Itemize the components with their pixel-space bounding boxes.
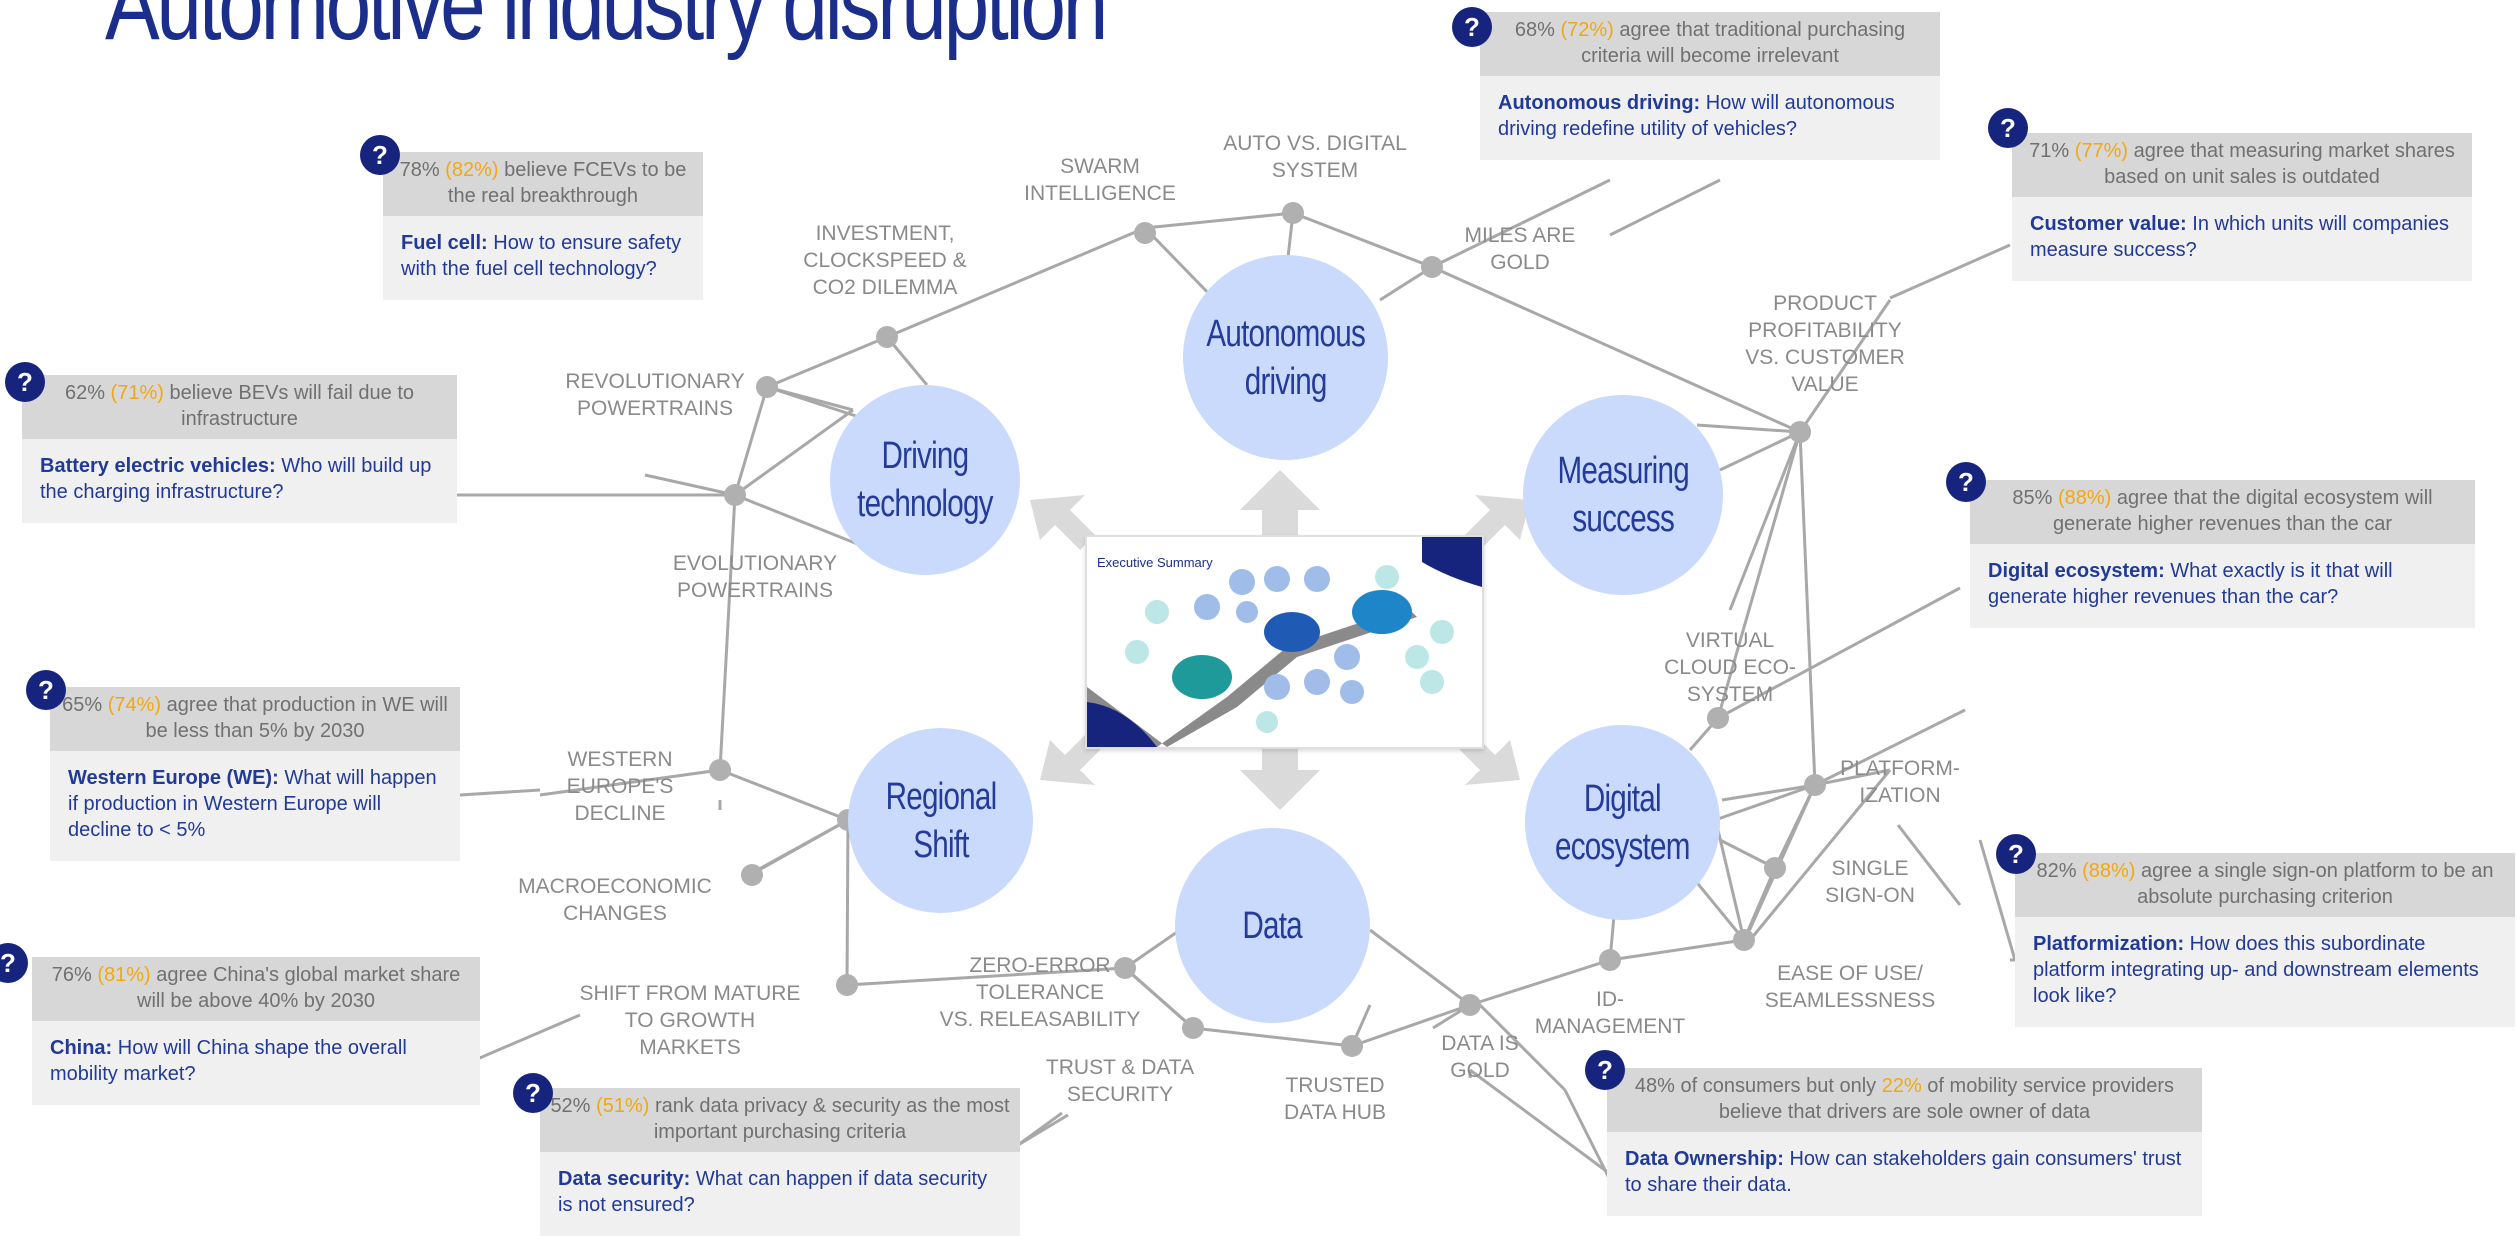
label-zero-error: ZERO-ERROR TOLERANCE VS. RELEASABILITY bbox=[939, 954, 1141, 1031]
node-dot bbox=[1114, 957, 1136, 979]
help-icon[interactable]: ? bbox=[1996, 834, 2036, 874]
page-title: Automotive industry disruption bbox=[105, 0, 1108, 61]
card-data-ownership: 48% of consumers but only 22% of mobilit… bbox=[1607, 1068, 2202, 1216]
help-icon[interactable]: ? bbox=[513, 1073, 553, 1113]
card-question: Data security: What can happen if data s… bbox=[540, 1152, 1020, 1236]
hub-digital-ecosystem: Digital ecosystem bbox=[1525, 725, 1720, 920]
node-dot bbox=[1459, 994, 1481, 1016]
junction-dots bbox=[709, 202, 1826, 1057]
card-stat: 76% (81%) agree China's global market sh… bbox=[32, 957, 480, 1021]
label-trusted-data-hub: TRUSTED DATA HUB bbox=[1284, 1074, 1386, 1124]
node-dot bbox=[756, 376, 778, 398]
card-stat: 68% (72%) agree that traditional purchas… bbox=[1480, 12, 1940, 76]
help-icon[interactable]: ? bbox=[26, 670, 66, 710]
label-swarm-intelligence: SWARM INTELLIGENCE bbox=[1024, 155, 1176, 205]
card-stat: 71% (77%) agree that measuring market sh… bbox=[2012, 133, 2472, 197]
label-trust-data-security: TRUST & DATA SECURITY bbox=[1045, 1056, 1195, 1106]
label-id-management: ID- MANAGEMENT bbox=[1534, 988, 1686, 1038]
label-investment: INVESTMENT, CLOCKSPEED & CO2 DILEMMA bbox=[803, 222, 967, 299]
arrow-up bbox=[1240, 470, 1320, 535]
card-autonomous-driving: 68% (72%) agree that traditional purchas… bbox=[1480, 12, 1940, 160]
label-auto-vs-digital: AUTO VS. DIGITAL SYSTEM bbox=[1223, 132, 1407, 182]
thumbnail-graphic bbox=[1087, 537, 1482, 747]
hub-autonomous-driving: Autonomous driving bbox=[1183, 255, 1388, 460]
node-dot bbox=[1341, 1035, 1363, 1057]
node-dot bbox=[1599, 949, 1621, 971]
card-china: 76% (81%) agree China's global market sh… bbox=[32, 957, 480, 1105]
connector-lines bbox=[455, 178, 2017, 1187]
card-question: Customer value: In which units will comp… bbox=[2012, 197, 2472, 281]
help-icon[interactable]: ? bbox=[1946, 462, 1986, 502]
hub-driving-technology: Driving technology bbox=[830, 385, 1020, 575]
label-data-is-gold: DATA IS GOLD bbox=[1441, 1032, 1519, 1082]
arrow-down bbox=[1240, 745, 1320, 810]
label-shift-markets: SHIFT FROM MATURE TO GROWTH MARKETS bbox=[579, 982, 801, 1059]
help-icon[interactable]: ? bbox=[1452, 7, 1492, 47]
label-revolutionary-powertrains: REVOLUTIONARY POWERTRAINS bbox=[565, 370, 745, 420]
node-dot bbox=[1789, 421, 1811, 443]
card-stat: 78% (82%) believe FCEVs to be the real b… bbox=[383, 152, 703, 216]
card-data-security: 52% (51%) rank data privacy & security a… bbox=[540, 1088, 1020, 1236]
hub-regional-shift: Regional Shift bbox=[848, 728, 1033, 913]
card-question: Data Ownership: How can stakeholders gai… bbox=[1607, 1132, 2202, 1216]
node-dot bbox=[1182, 1017, 1204, 1039]
card-platformization: 82% (88%) agree a single sign-on platfor… bbox=[2015, 853, 2515, 1027]
arrow-up-left bbox=[1030, 495, 1095, 550]
node-dot bbox=[1764, 857, 1786, 879]
help-icon[interactable]: ? bbox=[360, 135, 400, 175]
label-product-profitability: PRODUCT PROFITABILITY VS. CUSTOMER VALUE bbox=[1745, 292, 1905, 396]
card-western-europe: 65% (74%) agree that production in WE wi… bbox=[50, 687, 460, 861]
card-customer-value: 71% (77%) agree that measuring market sh… bbox=[2012, 133, 2472, 281]
card-question: Western Europe (WE): What will happen if… bbox=[50, 751, 460, 861]
node-dot bbox=[724, 484, 746, 506]
node-dot bbox=[1804, 774, 1826, 796]
label-ease-of-use: EASE OF USE/ SEAMLESSNESS bbox=[1764, 962, 1936, 1012]
card-question: Battery electric vehicles: Who will buil… bbox=[22, 439, 457, 523]
summary-slide-thumbnail: Executive Summary bbox=[1085, 535, 1484, 749]
node-dot bbox=[836, 974, 858, 996]
node-dot bbox=[1733, 929, 1755, 951]
node-dot bbox=[1134, 222, 1156, 244]
card-question: Autonomous driving: How will autonomous … bbox=[1480, 76, 1940, 160]
card-question: Platformization: How does this subordina… bbox=[2015, 917, 2515, 1027]
thumbnail-title: Executive Summary bbox=[1097, 555, 1213, 570]
card-battery-electric: 62% (71%) believe BEVs will fail due to … bbox=[22, 375, 457, 523]
card-stat: 82% (88%) agree a single sign-on platfor… bbox=[2015, 853, 2515, 917]
label-macroeconomic: MACROECONOMIC CHANGES bbox=[518, 875, 712, 925]
card-stat: 62% (71%) believe BEVs will fail due to … bbox=[22, 375, 457, 439]
node-dot bbox=[741, 864, 763, 886]
hub-data: Data bbox=[1175, 828, 1370, 1023]
node-dot bbox=[876, 326, 898, 348]
label-miles-are-gold: MILES ARE GOLD bbox=[1464, 224, 1576, 274]
node-dot bbox=[1421, 256, 1443, 278]
card-question: Fuel cell: How to ensure safety with the… bbox=[383, 216, 703, 300]
card-stat: 65% (74%) agree that production in WE wi… bbox=[50, 687, 460, 751]
card-question: Digital ecosystem: What exactly is it th… bbox=[1970, 544, 2475, 628]
label-platformization: PLATFORM- IZATION bbox=[1840, 757, 1960, 807]
help-icon[interactable]: ? bbox=[1585, 1050, 1625, 1090]
card-stat: 48% of consumers but only 22% of mobilit… bbox=[1607, 1068, 2202, 1132]
card-stat: 52% (51%) rank data privacy & security a… bbox=[540, 1088, 1020, 1152]
node-dot bbox=[1707, 707, 1729, 729]
label-virtual-cloud: VIRTUAL CLOUD ECO- SYSTEM bbox=[1664, 629, 1796, 706]
card-fuel-cell: 78% (82%) believe FCEVs to be the real b… bbox=[383, 152, 703, 300]
card-digital-ecosystem: 85% (88%) agree that the digital ecosyst… bbox=[1970, 480, 2475, 628]
label-western-europe: WESTERN EUROPE'S DECLINE bbox=[566, 748, 674, 825]
card-stat: 85% (88%) agree that the digital ecosyst… bbox=[1970, 480, 2475, 544]
help-icon[interactable]: ? bbox=[5, 362, 45, 402]
node-dot bbox=[1282, 202, 1304, 224]
label-single-sign-on: SINGLE SIGN-ON bbox=[1825, 857, 1915, 907]
card-question: China: How will China shape the overall … bbox=[32, 1021, 480, 1105]
node-dot bbox=[709, 759, 731, 781]
help-icon[interactable]: ? bbox=[1988, 108, 2028, 148]
label-evolutionary-powertrains: EVOLUTIONARY POWERTRAINS bbox=[672, 552, 838, 602]
hub-measuring-success: Measuring success bbox=[1523, 395, 1723, 595]
